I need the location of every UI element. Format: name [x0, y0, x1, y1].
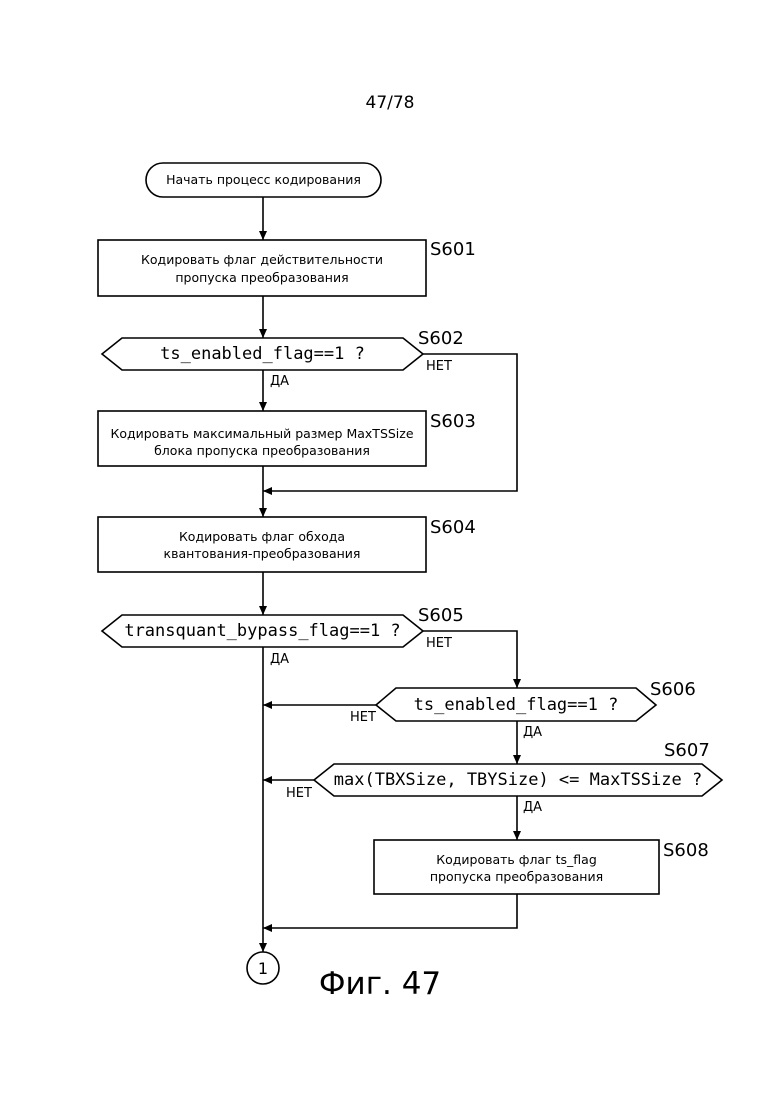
figure-caption: Фиг. 47: [300, 966, 460, 1002]
s607-no-label: НЕТ: [286, 787, 312, 801]
s606-no-label: НЕТ: [350, 711, 376, 725]
s606-step-id: S606: [650, 680, 696, 700]
s608-text-line2: пропуска преобразования: [374, 869, 659, 885]
s606-yes-label: ДА: [523, 726, 542, 740]
s601-text-line2: пропуска преобразования: [98, 270, 426, 286]
s607-yes-label: ДА: [523, 801, 542, 815]
s603-step-id: S603: [430, 412, 476, 432]
s608-text-line1: Кодировать флаг ts_flag: [374, 852, 659, 868]
s607-step-id: S607: [664, 741, 710, 761]
s603-text-line1: Кодировать максимальный размер MaxTSSize: [98, 426, 426, 442]
s606-condition: ts_enabled_flag==1 ?: [376, 695, 656, 715]
s602-step-id: S602: [418, 329, 464, 349]
s604-text-line1: Кодировать флаг обхода: [98, 529, 426, 545]
s602-condition: ts_enabled_flag==1 ?: [102, 344, 423, 364]
s601-step-id: S601: [430, 240, 476, 260]
s605-yes-label: ДА: [270, 653, 289, 667]
s608-step-id: S608: [663, 841, 709, 861]
s602-yes-label: ДА: [270, 375, 289, 389]
s605-no-label: НЕТ: [426, 637, 452, 651]
s605-step-id: S605: [418, 606, 464, 626]
connector-label: 1: [250, 959, 276, 979]
s604-step-id: S604: [430, 518, 476, 538]
s607-condition: max(TBXSize, TBYSize) <= MaxTSSize ?: [314, 770, 722, 790]
s605-condition: transquant_bypass_flag==1 ?: [102, 621, 423, 641]
s601-box: [98, 240, 426, 296]
s602-no-label: НЕТ: [426, 360, 452, 374]
s604-text-line2: квантования-преобразования: [98, 546, 426, 562]
start-label: Начать процесс кодирования: [146, 172, 381, 188]
s601-text-line1: Кодировать флаг действительности: [98, 252, 426, 268]
s603-text-line2: блока пропуска преобразования: [98, 443, 426, 459]
